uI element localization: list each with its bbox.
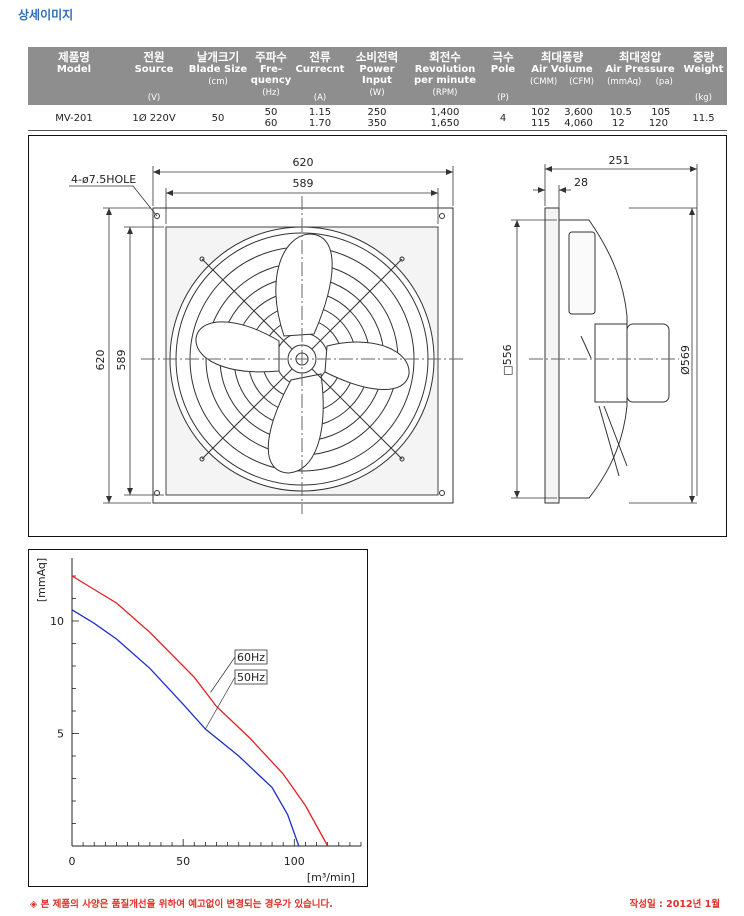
x-tick-label: 0 [69, 855, 76, 868]
series-label: 60Hz [237, 651, 265, 664]
dim-width-inner: 589 [293, 177, 314, 190]
series-callout-box [234, 669, 268, 685]
drawing-svg: 620 589 620 589 4-ø7.5HOLE [69, 154, 698, 514]
x-tick-label: 100 [284, 855, 305, 868]
front-view [141, 196, 465, 514]
y-tick-label: 10 [50, 615, 64, 628]
side-motor [626, 323, 670, 403]
x-axis-label: [m³/min] [307, 871, 355, 884]
blade-bottom [267, 373, 324, 474]
cell-blade: 50 [188, 105, 248, 131]
blade-top [275, 233, 333, 337]
technical-drawing: 620 589 620 589 4-ø7.5HOLE [28, 135, 727, 537]
dim-width-outer: 620 [293, 156, 314, 169]
dim-flange: 28 [574, 176, 588, 189]
series-callout-line [210, 656, 236, 693]
x-tick-label: 50 [176, 855, 190, 868]
dim-height-outer: 620 [94, 350, 107, 371]
hole-top-right [439, 213, 445, 219]
performance-chart: [mmAq] [m³/min] 0 50 100 5 10 60Hz 50Hz [28, 549, 368, 887]
dim-diameter: Ø569 [679, 345, 692, 375]
side-blade-profile [568, 231, 596, 315]
side-flange [544, 207, 560, 504]
blade-right [324, 341, 410, 390]
hole-top-left [154, 213, 160, 219]
hole-bottom-right [439, 490, 445, 496]
y-tick-label: 5 [57, 728, 64, 741]
hole-bottom-left [154, 490, 160, 496]
side-motor-mount [594, 323, 628, 403]
series-line-60Hz [71, 575, 329, 847]
series-line-50Hz [71, 609, 300, 847]
cell-source: 1Ø 220V [120, 105, 188, 131]
series-label: 50Hz [237, 671, 265, 684]
document-date: 작성일 : 2012년 1월 [629, 899, 720, 910]
dim-square: □556 [501, 344, 514, 375]
dim-depth: 251 [609, 154, 630, 167]
side-view [529, 207, 679, 504]
cell-weight: 11.5 [680, 105, 727, 131]
series-callout-line [205, 676, 236, 730]
footnote: ◈ 본 제품의 사양은 품질개선을 위하여 예고없이 변경되는 경우가 있습니다… [30, 899, 333, 910]
dim-height-inner: 589 [115, 350, 128, 371]
cell-model: MV-201 [28, 105, 120, 131]
cell-pole: 4 [482, 105, 524, 131]
section-title: 상세이미지 [18, 8, 74, 22]
series-callout-box [234, 649, 268, 665]
side-dimensions [511, 164, 698, 504]
front-dimensions [69, 166, 454, 504]
chart-svg: [mmAq] [m³/min] 0 50 100 5 10 60Hz 50Hz [35, 558, 362, 884]
y-axis-label: [mmAq] [35, 558, 48, 602]
hole-note: 4-ø7.5HOLE [71, 173, 136, 186]
